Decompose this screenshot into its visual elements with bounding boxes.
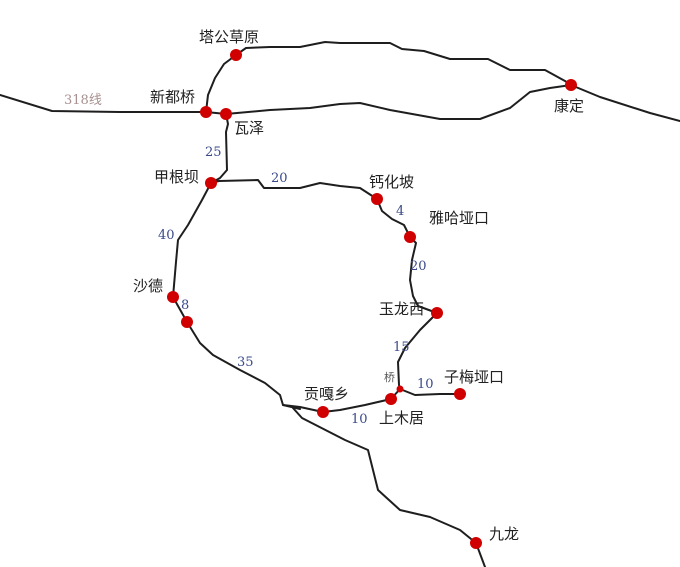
distance-label: 40: [158, 228, 175, 243]
kangding-marker[interactable]: [565, 79, 577, 91]
gaihuapo-marker[interactable]: [371, 193, 383, 205]
place-label-yahayakou: 雅哈垭口: [429, 209, 490, 227]
road-318-east: [570, 84, 680, 122]
gongga-marker[interactable]: [317, 406, 329, 418]
shade-marker[interactable]: [167, 291, 179, 303]
highway-318-label: 318线: [64, 93, 102, 108]
distance-label: 10: [351, 412, 368, 427]
shangmuju-marker[interactable]: [385, 393, 397, 405]
place-label-shangmuju: 上木居: [379, 409, 425, 427]
distance-label: 8: [181, 298, 190, 313]
distance-label: 25: [205, 145, 222, 160]
road-318-west: [0, 94, 207, 113]
xinduqiao-marker[interactable]: [200, 106, 212, 118]
place-label-bridge: 桥: [384, 371, 395, 384]
distance-label: 4: [396, 204, 405, 219]
place-label-jiagenba: 甲根坝: [154, 168, 200, 186]
bridge-marker[interactable]: [396, 385, 404, 393]
road-jiagenba-gaihuapo: [210, 179, 378, 200]
place-label-gaihuapo: 钙化坡: [369, 173, 415, 191]
distance-label: 20: [271, 171, 288, 186]
place-label-jiulong: 九龙: [489, 525, 520, 543]
distance-label: 10: [417, 377, 434, 392]
place-label-shade: 沙德: [133, 277, 164, 295]
place-label-gongga: 贡嘎乡: [304, 385, 350, 403]
place-label-xinduqiao: 新都桥: [150, 88, 196, 106]
distance-label: 35: [237, 355, 254, 370]
yahayakou-marker[interactable]: [404, 231, 416, 243]
road-qiao-zimei: [399, 388, 461, 396]
tagongcaoyuan-marker[interactable]: [230, 49, 242, 61]
place-label-zimeiyakou: 子梅垭口: [444, 368, 505, 386]
road-to-jiulong: [292, 407, 486, 567]
place-label-yulongxi: 玉龙西: [379, 300, 425, 318]
jiagenba-marker[interactable]: [205, 177, 217, 189]
road-gaihuapo-yulongxi: [376, 198, 438, 390]
distance-label: 20: [410, 259, 427, 274]
road-waze-jiagenba: [210, 113, 229, 184]
waze-marker[interactable]: [220, 108, 232, 120]
zimeiyakou-marker[interactable]: [454, 388, 466, 400]
shade-south-marker[interactable]: [181, 316, 193, 328]
yulongxi-marker[interactable]: [431, 307, 443, 319]
road-jiagenba-shade: [172, 182, 301, 410]
place-label-waze: 瓦泽: [234, 119, 265, 137]
place-markers: [167, 49, 577, 549]
distance-label: 15: [393, 340, 410, 355]
place-label-tagongcaoyuan: 塔公草原: [199, 28, 260, 46]
place-label-kangding: 康定: [554, 97, 585, 115]
road-318-kangding: [205, 84, 572, 120]
road-tagong: [205, 41, 572, 113]
jiulong-marker[interactable]: [470, 537, 482, 549]
